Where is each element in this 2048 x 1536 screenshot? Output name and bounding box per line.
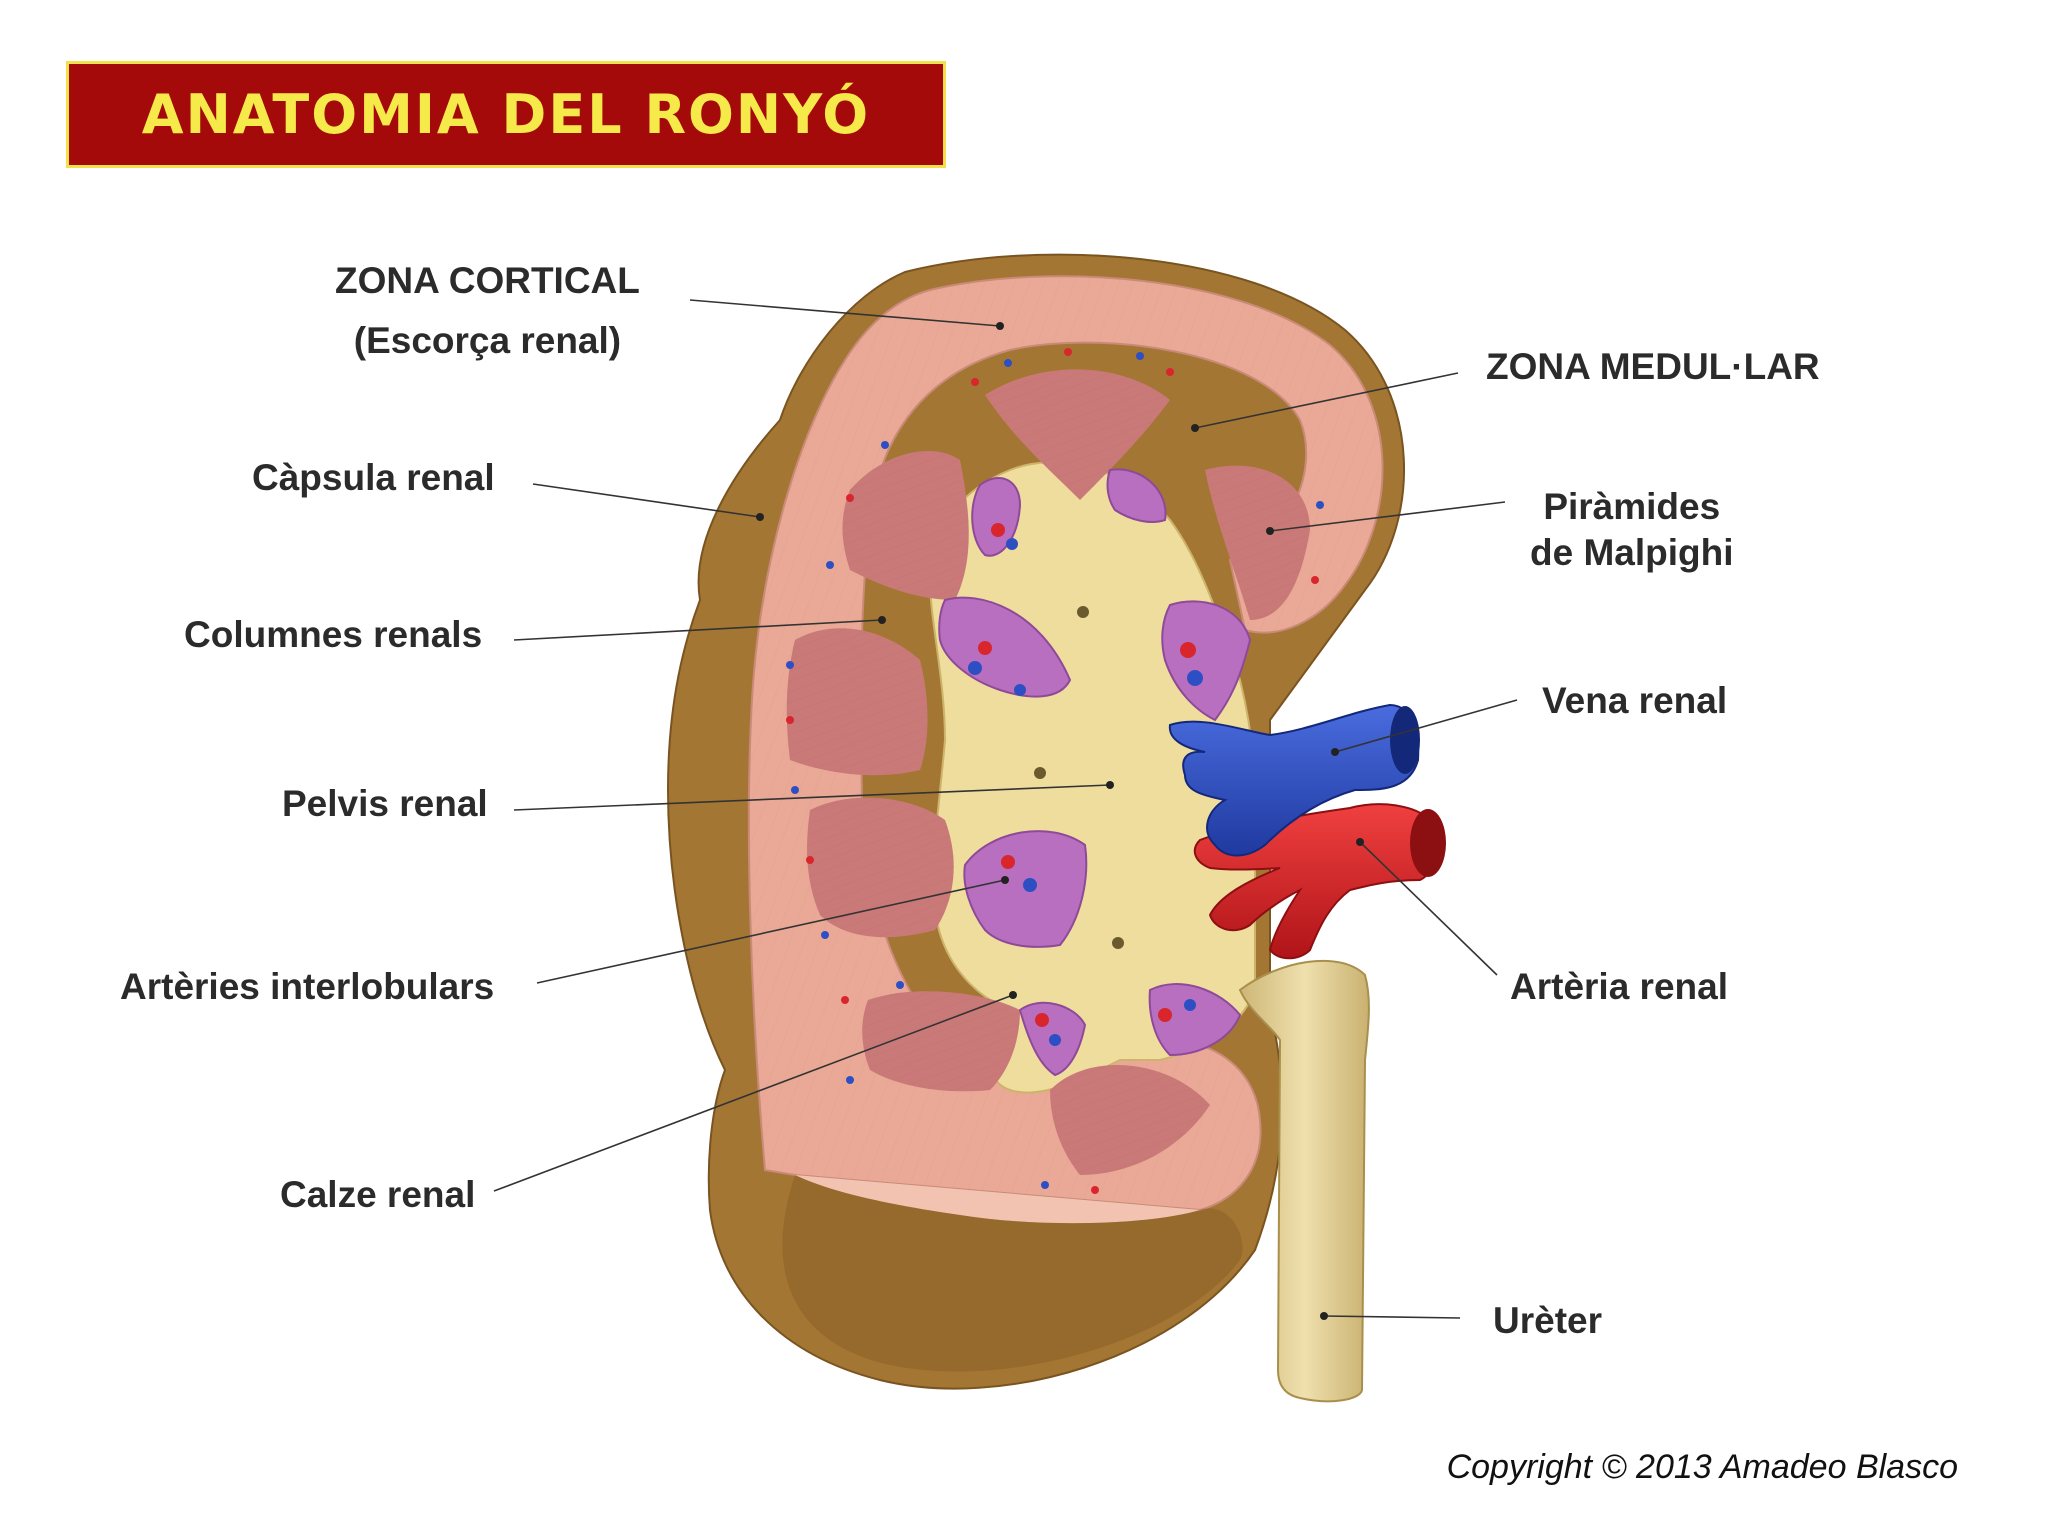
label-zona-cortical-line1: ZONA CORTICAL xyxy=(335,260,640,301)
label-columnes-renals: Columnes renals xyxy=(184,614,483,655)
label-piramides-line2: de Malpighi xyxy=(1530,532,1734,574)
label-vena-renal: Vena renal xyxy=(1542,680,1728,721)
label-piramides-line1: Piràmides xyxy=(1543,486,1721,527)
label-escorca-renal: (Escorça renal) xyxy=(353,320,622,362)
label-piramides-malpighi: Piràmides de Malpighi xyxy=(1530,484,1734,577)
label-calze-renal: Calze renal xyxy=(280,1174,476,1215)
label-ureter: Urèter xyxy=(1493,1300,1602,1341)
label-arteria-renal: Artèria renal xyxy=(1510,966,1728,1007)
label-zona-medular: ZONA MEDUL·LAR xyxy=(1486,346,1820,387)
leader-dots xyxy=(756,322,1364,1320)
medullary-pyramids xyxy=(786,369,1310,1175)
interlobular-vessels xyxy=(786,348,1324,1194)
label-zona-cortical: ZONA CORTICAL (Escorça renal) xyxy=(335,258,640,365)
label-arteries-interlobulars: Artèries interlobulars xyxy=(120,966,495,1007)
lower-cut-face xyxy=(795,1175,1200,1224)
label-pelvis-renal: Pelvis renal xyxy=(282,783,488,824)
title-banner: ANATOMIA DEL RONYÓ xyxy=(66,61,946,168)
leader-lines xyxy=(493,299,1518,1319)
copyright-text: Copyright © 2013 Amadeo Blasco xyxy=(1446,1448,1958,1486)
page-title: ANATOMIA DEL RONYÓ xyxy=(141,83,871,146)
ureter-shape xyxy=(1238,959,1370,1403)
label-capsula-renal: Càpsula renal xyxy=(252,457,495,498)
renal-vein-shape xyxy=(1168,703,1420,857)
